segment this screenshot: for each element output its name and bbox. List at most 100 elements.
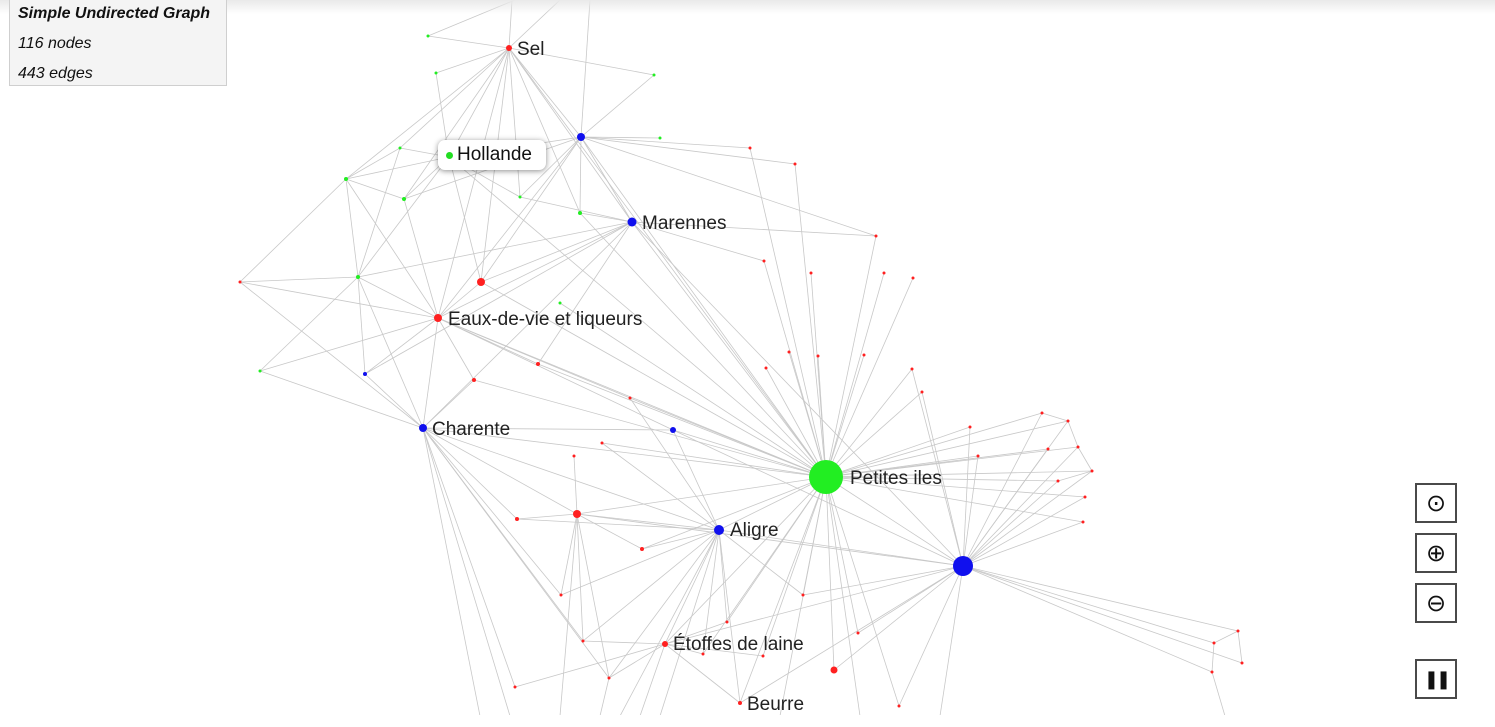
graph-edge xyxy=(579,136,582,214)
graph-node-b3[interactable] xyxy=(363,372,367,376)
graph-node-r24[interactable] xyxy=(572,454,576,458)
graph-node-r18[interactable] xyxy=(862,353,866,357)
graph-node-r28[interactable] xyxy=(1076,445,1080,449)
graph-node-r23[interactable] xyxy=(600,441,604,445)
graph-edge xyxy=(825,277,914,478)
graph-node-g2[interactable] xyxy=(434,71,438,75)
graph-node-r9[interactable] xyxy=(748,146,752,150)
graph-node-g10[interactable] xyxy=(356,275,360,279)
graph-node-r6[interactable] xyxy=(536,362,540,366)
graph-node-g9[interactable] xyxy=(658,136,662,140)
graph-edge xyxy=(664,643,764,657)
graph-node-r17[interactable] xyxy=(816,354,820,358)
graph-node-r27[interactable] xyxy=(968,425,972,429)
graph-edge xyxy=(962,455,979,567)
graph-node-r7[interactable] xyxy=(472,378,476,382)
graph-node-r47[interactable] xyxy=(1240,661,1244,665)
graph-node-r12[interactable] xyxy=(882,271,886,275)
zoom-out-button[interactable]: ⊖ xyxy=(1415,583,1457,623)
graph-node-big[interactable] xyxy=(953,556,973,576)
graph-node-r45[interactable] xyxy=(1212,641,1216,645)
graph-node-g6[interactable] xyxy=(402,197,406,201)
graph-node-r36[interactable] xyxy=(581,639,585,643)
pause-layout-button[interactable]: ❚❚ xyxy=(1415,659,1457,699)
graph-node-r2[interactable] xyxy=(573,510,581,518)
graph-edge xyxy=(718,529,804,596)
graph-edge xyxy=(580,136,827,478)
graph-node-r8[interactable] xyxy=(238,280,242,284)
graph-node-r32[interactable] xyxy=(1056,479,1060,483)
graph-node-eau[interactable] xyxy=(434,314,442,322)
graph-node-r34[interactable] xyxy=(1081,520,1085,524)
graph-node-r26[interactable] xyxy=(1066,419,1070,423)
graph-edge xyxy=(427,35,510,49)
graph-node-r35[interactable] xyxy=(559,593,563,597)
graph-node-r31[interactable] xyxy=(1090,469,1094,473)
graph-edge xyxy=(962,426,971,567)
node-label-hollande: Hollande xyxy=(457,144,532,165)
graph-node-g11[interactable] xyxy=(558,301,562,305)
graph-node-beu[interactable] xyxy=(738,701,742,705)
graph-node-r30[interactable] xyxy=(976,454,980,458)
graph-edge xyxy=(508,47,581,214)
graph-node-r11[interactable] xyxy=(874,234,878,238)
graph-node-g8[interactable] xyxy=(578,211,582,215)
graph-node-r38[interactable] xyxy=(513,685,517,689)
graph-edge xyxy=(422,317,439,429)
graph-node-r4[interactable] xyxy=(640,547,644,551)
graph-node-ali[interactable] xyxy=(714,525,724,535)
graph-node-eto[interactable] xyxy=(662,641,668,647)
graph-edge xyxy=(825,470,1093,478)
graph-node-r39[interactable] xyxy=(725,620,729,624)
graph-edge xyxy=(631,221,765,262)
graph-node-r16[interactable] xyxy=(787,350,791,354)
graph-node-cha[interactable] xyxy=(419,424,427,432)
center-view-button[interactable]: ⊙ xyxy=(1415,483,1457,523)
graph-node-r20[interactable] xyxy=(920,390,924,394)
graph-node-r1[interactable] xyxy=(477,278,485,286)
graph-node-r29[interactable] xyxy=(1046,447,1050,451)
graph-node-b1[interactable] xyxy=(577,133,585,141)
graph-node-r5[interactable] xyxy=(515,517,519,521)
graph-edge xyxy=(345,178,439,319)
zoom-in-button[interactable]: ⊕ xyxy=(1415,533,1457,573)
graph-node-r43[interactable] xyxy=(701,652,705,656)
graph-node-g7[interactable] xyxy=(518,195,522,199)
graph-node-r37[interactable] xyxy=(607,676,611,680)
graph-node-r14[interactable] xyxy=(762,259,766,263)
graph-node-r42[interactable] xyxy=(761,654,765,658)
graph-node-r3[interactable] xyxy=(830,666,838,674)
graph-node-r33[interactable] xyxy=(1083,495,1087,499)
graph-node-sel[interactable] xyxy=(506,45,512,51)
graph-node-r13[interactable] xyxy=(911,276,915,280)
graph-node-r41[interactable] xyxy=(856,631,860,635)
graph-node-g3[interactable] xyxy=(652,73,656,77)
graph-node-r15[interactable] xyxy=(809,271,813,275)
graph-node-g1[interactable] xyxy=(426,34,430,38)
graph-node-r19[interactable] xyxy=(910,367,914,371)
graph-edge xyxy=(422,427,720,531)
graph-edge xyxy=(403,47,510,200)
graph-edge xyxy=(537,221,633,365)
graph-node-r21[interactable] xyxy=(764,366,768,370)
graph-edge xyxy=(639,643,666,715)
graph-node-r10[interactable] xyxy=(793,162,797,166)
graph-edge xyxy=(629,397,827,478)
graph-node-r46[interactable] xyxy=(1236,629,1240,633)
graph-edge xyxy=(345,147,401,180)
graph-node-g5[interactable] xyxy=(344,177,348,181)
graph-node-r25[interactable] xyxy=(1040,411,1044,415)
graph-node-r48[interactable] xyxy=(1210,670,1214,674)
graph-node-pet[interactable] xyxy=(809,460,843,494)
graph-node-r40[interactable] xyxy=(801,593,805,597)
graph-node-g4[interactable] xyxy=(398,146,402,150)
graph-node-r44[interactable] xyxy=(897,704,901,708)
node-hover-label-hollande[interactable]: Hollande xyxy=(438,140,546,170)
graph-node-mar[interactable] xyxy=(627,217,637,227)
graph-edge xyxy=(576,513,643,550)
graph-node-b2[interactable] xyxy=(670,427,676,433)
graph-node-g12[interactable] xyxy=(258,369,262,373)
graph-edge xyxy=(921,391,964,567)
graph-node-r22[interactable] xyxy=(628,396,632,400)
